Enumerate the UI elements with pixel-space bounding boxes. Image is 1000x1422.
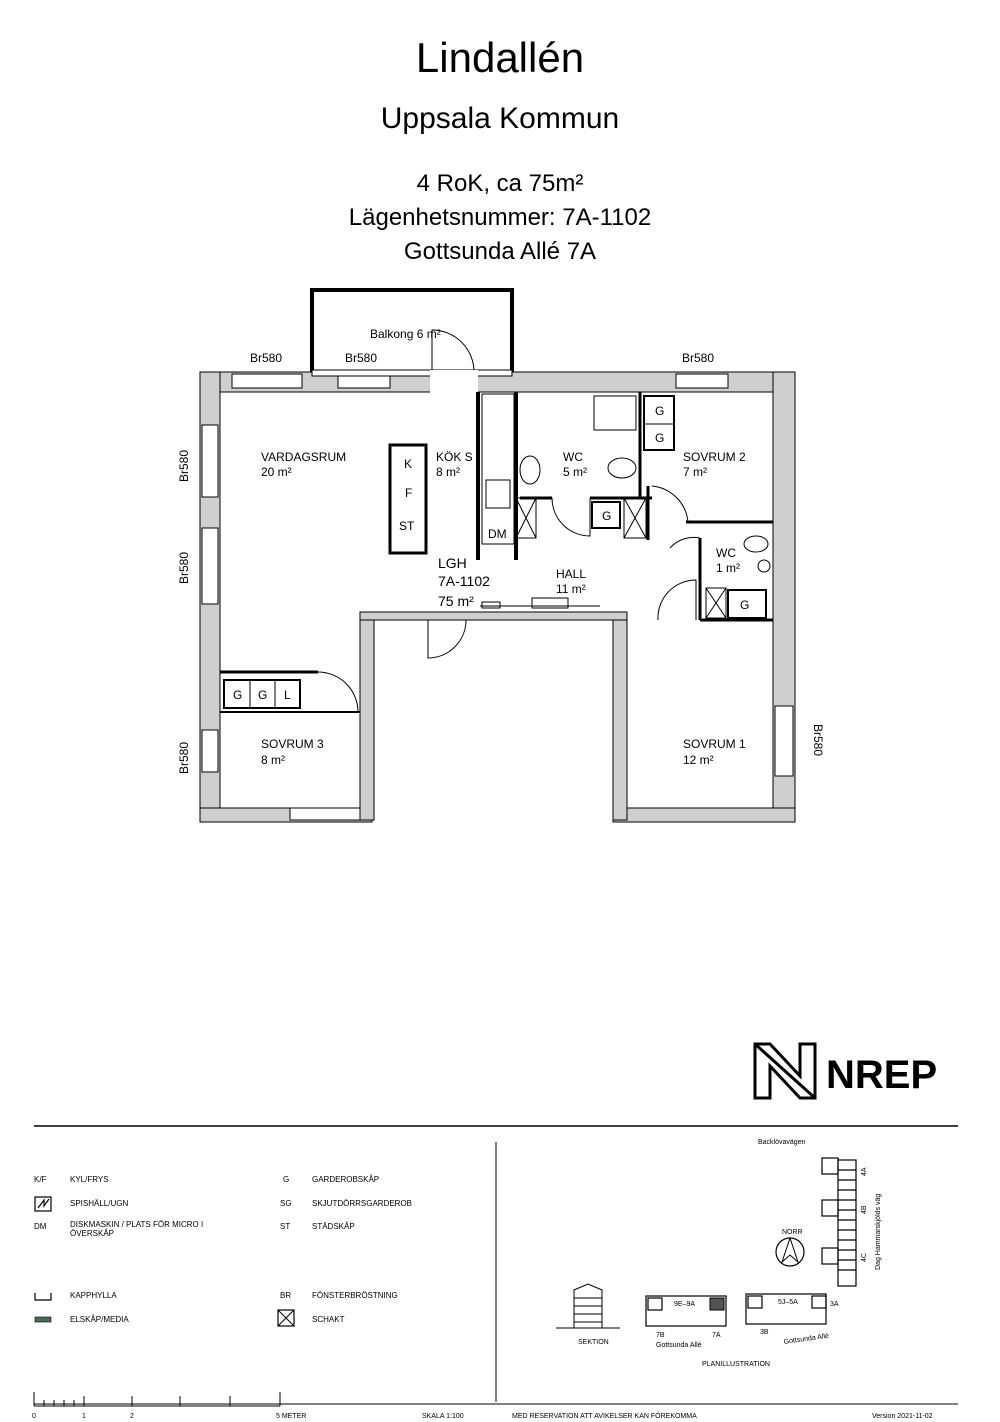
building-label: 4C [861,1253,868,1262]
legend-code: K/F [34,1175,47,1184]
fixture-wardrobe: G [602,509,611,523]
floor-plan: Balkong 6 m² [177,288,825,823]
road-label: Dag Hammarskjölds väg [875,1194,882,1270]
window-label: Br580 [177,742,191,774]
legend-text: DISKMASKIN / PLATS FÖR MICRO I ÖVERSKÅP [70,1220,204,1238]
building-label: 4A [861,1167,868,1176]
building-label: 7A [712,1332,721,1339]
room-wc-area: 5 m² [563,465,587,479]
room-sovrum2: SOVRUM 2 [683,450,746,464]
legend: K/F KYL/FRYS SPISHÄLL/UGN DM DISKMASKIN … [34,1175,412,1327]
street-label: Gottsunda Allé [783,1333,829,1346]
building-label: 5J–5A [778,1299,798,1306]
room-sovrum2-area: 7 m² [683,465,707,479]
legend-text: GARDEROBSKÅP [312,1175,379,1184]
fixture-linen: L [284,688,291,702]
room-sovrum3-area: 8 m² [261,753,285,767]
scale-tick: 5 METER [276,1413,306,1420]
legend-code: SG [280,1199,292,1208]
page-title: Lindallén [415,34,585,81]
shaft-icon [277,1309,295,1327]
room-hall: HALL [556,567,586,581]
room-sovrum3: SOVRUM 3 [261,737,324,751]
coat-shelf-icon [34,1293,52,1301]
fixture-freezer: F [405,486,412,500]
north-arrow-icon [775,1236,805,1267]
fixture-wardrobe: G [655,404,664,418]
legend-code: ST [280,1222,290,1231]
window-label: Br580 [811,724,825,756]
fixture-wardrobe: G [258,688,267,702]
plan-illustration-label: PLANILLUSTRATION [702,1361,770,1368]
room-wc-small: WC [716,546,736,560]
legend-text: KAPPHYLLA [70,1291,117,1300]
address: Gottsunda Allé 7A [403,238,597,265]
scale-label: SKALA 1:100 [422,1413,464,1420]
apartment-number: Lägenhetsnummer: 7A-1102 [348,204,652,231]
windows [201,369,794,821]
legend-text: KYL/FRYS [70,1175,109,1184]
building-label: 3B [760,1329,769,1336]
building-label: 4B [861,1205,868,1214]
road-label: Backlövavägen [758,1139,806,1146]
room-hall-area: 11 m² [556,582,586,596]
room-sovrum1: SOVRUM 1 [683,737,746,751]
site-plan: Backlövavägen 4A 4B 4C Dag Hammarskjölds… [556,1139,882,1368]
room-wc-small-area: 1 m² [716,561,740,575]
building-label: 9E–9A [674,1301,695,1308]
logo-text: NREP [826,1053,937,1097]
municipality: Uppsala Kommun [380,102,620,135]
scale-tick: 1 [82,1413,86,1420]
legend-code: BR [280,1291,291,1300]
room-kok: KÖK S [436,450,473,464]
balcony-label: Balkong 6 m² [370,327,441,341]
apartment-plan-number: 7A-1102 [438,573,490,589]
apartment-label: LGH [438,555,467,571]
north-label: NORR [782,1229,803,1236]
electrical-cabinet-icon [34,1316,52,1323]
legend-code: G [283,1175,289,1184]
scale-tick: 2 [130,1413,134,1420]
fixture-cleaning-cabinet: ST [399,519,415,533]
window-label: Br580 [177,450,191,482]
scale-tick: 0 [32,1413,36,1420]
building-label: 3A [830,1301,839,1308]
nrep-logo: NREP [753,1042,937,1100]
legend-text: FÖNSTERBRÖSTNING [312,1291,398,1300]
room-vardagsrum: VARDAGSRUM [261,450,346,464]
stove-icon [34,1196,52,1212]
window-label: Br580 [682,351,714,365]
window-label: Br580 [177,552,191,584]
room-wc: WC [563,450,583,464]
fixture-wardrobe: G [233,688,242,702]
legend-text: ELSKÅP/MEDIA [70,1315,129,1324]
room-vardagsrum-area: 20 m² [261,465,292,479]
legend-text: SPISHÄLL/UGN [70,1199,128,1208]
balcony [310,288,514,373]
interior-walls [220,392,773,713]
window-label: Br580 [345,351,377,365]
room-kok-area: 8 m² [436,465,460,479]
fixture-wardrobe: G [655,431,664,445]
version-label: Version 2021-11-02 [872,1413,933,1420]
fixture-wardrobe: G [740,598,749,612]
apartment-area: 75 m² [438,593,474,609]
fixture-fridge: K [404,457,412,471]
legend-text: SCHAKT [312,1315,345,1324]
street-label: Gottsunda Allé [656,1342,702,1349]
fixture-dishwasher: DM [488,527,507,541]
legend-text: STÄDSKÅP [312,1222,355,1231]
room-sovrum1-area: 12 m² [683,753,714,767]
building-label: 7B [656,1332,665,1339]
scale-bar [33,1392,281,1407]
section-label: SEKTION [578,1339,609,1346]
apartment-summary: 4 RoK, ca 75m² [416,170,584,197]
legend-code: DM [34,1222,47,1231]
legend-text: SKJUTDÖRRSGARDEROB [312,1199,412,1208]
section-icon [556,1283,620,1329]
window-label: Br580 [250,351,282,365]
disclaimer: MED RESERVATION ATT AVIKELSER KAN FÖREKO… [512,1412,697,1420]
